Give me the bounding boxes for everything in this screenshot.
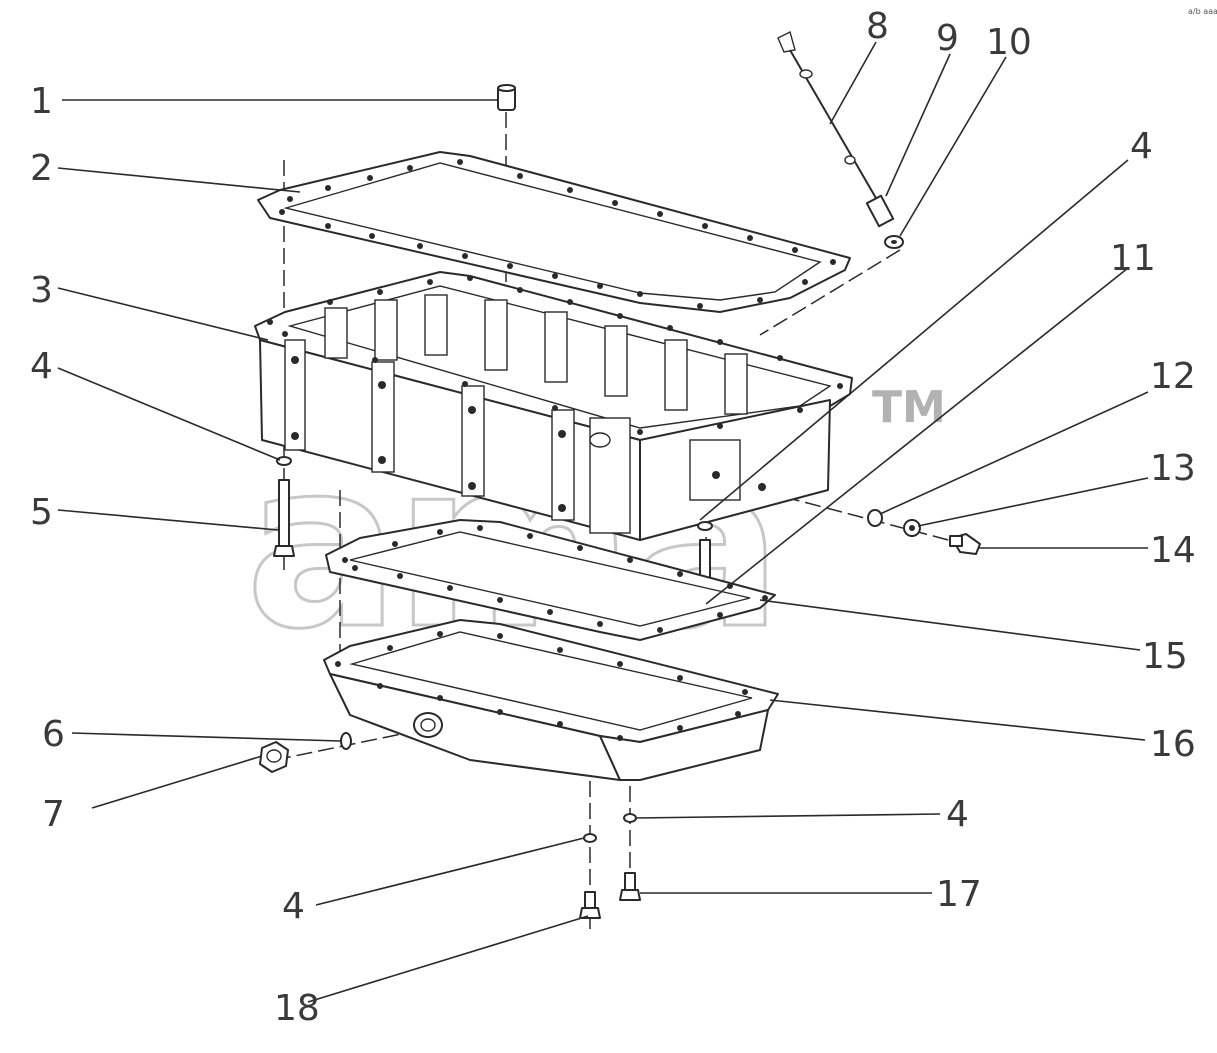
- callout-labels: 1 2 3 4 5 6 7 8 9 10 4 11 12 13 14 15 16…: [30, 6, 1196, 1029]
- callout-14: 14: [1150, 530, 1196, 571]
- part-9-dipstick-tube: [865, 194, 895, 228]
- callout-4: 4: [946, 794, 969, 835]
- part-14-plug-bolt: [949, 533, 981, 555]
- callout-15: 15: [1142, 636, 1188, 677]
- part-8-dipstick: [777, 30, 881, 206]
- part-2-upper-gasket: [257, 151, 851, 313]
- part-6-o-ring: [340, 732, 352, 750]
- part-18-bolt: [579, 891, 601, 919]
- part-4-washer-bottom-left: [583, 833, 597, 843]
- callout-4: 4: [1130, 126, 1153, 167]
- part-3-oil-pan-upper: [254, 271, 853, 541]
- callout-13: 13: [1150, 448, 1196, 489]
- part-4-washer-bottom-right: [623, 813, 637, 823]
- part-13-seal-ring: [903, 519, 921, 537]
- corner-mark: a/b aaa: [1188, 7, 1217, 16]
- callout-8: 8: [866, 6, 889, 47]
- callout-4: 4: [30, 346, 53, 387]
- part-7-drain-plug: [259, 741, 289, 773]
- callout-5: 5: [30, 492, 53, 533]
- callout-10: 10: [986, 22, 1032, 63]
- part-16-oil-sump: [323, 619, 779, 781]
- part-5-long-bolt: [273, 479, 295, 557]
- callout-3: 3: [30, 270, 53, 311]
- callout-18: 18: [274, 988, 320, 1029]
- part-1-dowel: [497, 84, 516, 111]
- leader-lines: [57, 41, 1149, 1003]
- callout-6: 6: [42, 714, 65, 755]
- callout-7: 7: [42, 794, 65, 835]
- part-10-washer: [884, 235, 904, 249]
- callout-9: 9: [936, 18, 959, 59]
- callout-4: 4: [282, 886, 305, 927]
- watermark-trademark: TM: [872, 382, 946, 433]
- part-17-bolt: [619, 872, 641, 901]
- part-4-washer-left: [276, 456, 292, 466]
- callout-12: 12: [1150, 356, 1196, 397]
- callout-2: 2: [30, 148, 53, 189]
- callout-17: 17: [936, 874, 982, 915]
- callout-16: 16: [1150, 724, 1196, 765]
- callout-1: 1: [30, 81, 53, 122]
- part-12-washer: [867, 509, 883, 527]
- callout-11: 11: [1110, 238, 1156, 279]
